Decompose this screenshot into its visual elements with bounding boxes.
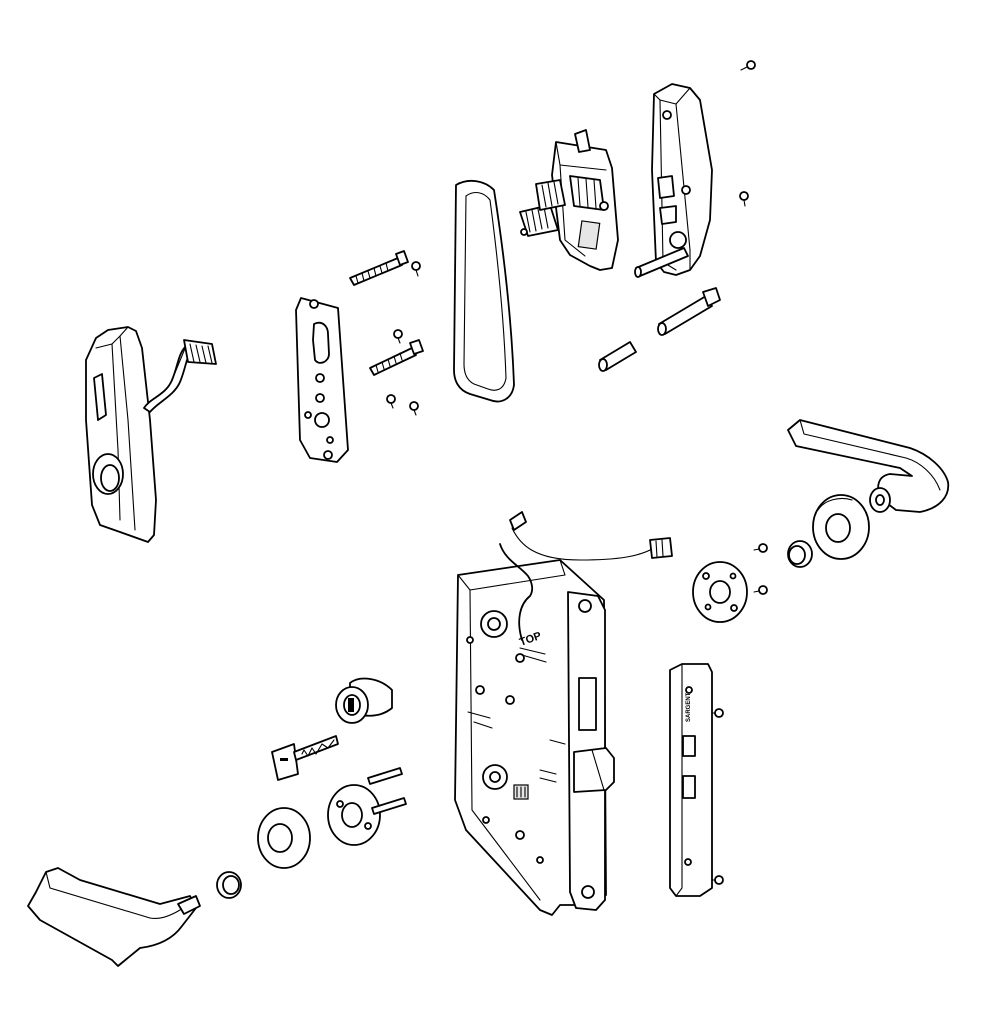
- rose-trim: [812, 494, 870, 560]
- lever-handle: [27, 867, 201, 967]
- rose-mounting-plate: [692, 561, 748, 623]
- mortise-cylinder: [335, 677, 393, 724]
- long-through-bolt: [349, 250, 409, 286]
- spindle: [657, 287, 721, 336]
- lever-handle: [787, 419, 950, 513]
- inside-escutcheon: [651, 83, 713, 276]
- strike-marking: SARGENT: [686, 692, 692, 722]
- wire-harness: [143, 339, 217, 413]
- electronics-module: [519, 129, 619, 271]
- battery-pack: [598, 341, 637, 372]
- rose-bushing: [216, 871, 242, 899]
- rose-mounting-plate: [327, 767, 407, 846]
- mounting-plate: [295, 297, 349, 463]
- rose-trim: [257, 807, 311, 869]
- mortise-lock-body: TOP: [454, 511, 673, 916]
- spindle: [634, 247, 689, 278]
- key: [271, 735, 339, 781]
- strike-plate: SARGENT: [669, 663, 713, 897]
- rose-bushing: [787, 540, 813, 568]
- long-through-bolt: [369, 339, 424, 376]
- outside-escutcheon: [85, 326, 157, 543]
- escutcheon-gasket: [453, 179, 515, 403]
